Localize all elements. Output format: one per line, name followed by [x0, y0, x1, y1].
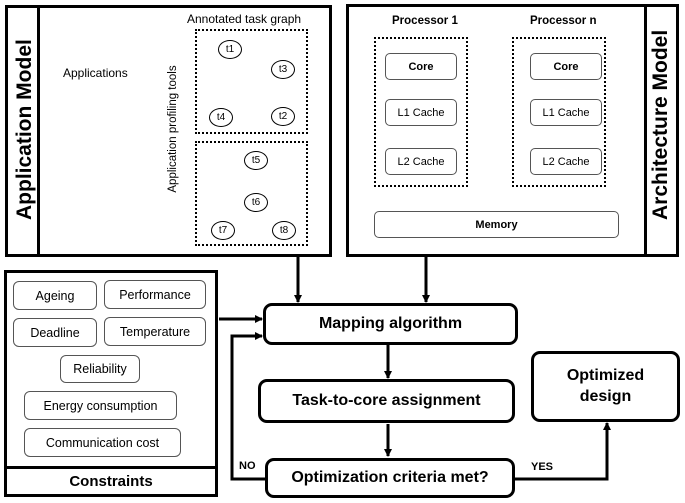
task-node-t6: t6: [244, 193, 268, 212]
processor-1-core: Core: [385, 53, 457, 80]
mapping-algorithm-box: Mapping algorithm: [263, 303, 518, 345]
constraint-reliability: Reliability: [60, 355, 140, 383]
constraint-ageing: Ageing: [13, 281, 97, 310]
no-label: NO: [239, 460, 256, 472]
processor-n-core: Core: [530, 53, 602, 80]
processor-1-label: Processor 1: [392, 15, 458, 27]
processor-n-label: Processor n: [530, 15, 597, 27]
constraint-energy-consumption: Energy consumption: [24, 391, 177, 420]
processor-1-l1-cache: L1 Cache: [385, 99, 457, 126]
task-node-t8: t8: [272, 221, 296, 240]
application-model-title-bar: [5, 5, 40, 257]
task-node-t3: t3: [271, 60, 295, 79]
application-model-title: Application Model: [13, 39, 36, 220]
processor-n-box: [512, 37, 606, 187]
task-node-t2: t2: [271, 107, 295, 126]
constraint-performance: Performance: [104, 280, 206, 309]
processor-1-l2-cache: L2 Cache: [385, 148, 457, 175]
task-node-t5: t5: [244, 151, 268, 170]
task-node-t4: t4: [209, 108, 233, 127]
processor-n-l1-cache: L1 Cache: [530, 99, 602, 126]
constraint-communication-cost: Communication cost: [24, 428, 181, 457]
task-node-t7: t7: [211, 221, 235, 240]
processor-1-box: [374, 37, 468, 187]
constraints-title: Constraints: [69, 473, 153, 490]
task-graph-1: [195, 29, 308, 134]
constraint-temperature: Temperature: [104, 317, 206, 346]
task-to-core-assignment-box: Task-to-core assignment: [258, 379, 515, 423]
profiling-tools-label: Application profiling tools: [167, 65, 179, 193]
applications-label: Applications: [63, 66, 128, 80]
constraint-deadline: Deadline: [13, 318, 97, 347]
task-node-t1: t1: [218, 40, 242, 59]
architecture-model-title-bar: [644, 4, 679, 257]
task-graph-2: [195, 141, 308, 246]
task-graph-label: Annotated task graph: [187, 12, 302, 26]
optimization-criteria-box: Optimization criteria met?: [265, 458, 515, 498]
architecture-model-title: Architecture Model: [649, 29, 672, 220]
processor-n-l2-cache: L2 Cache: [530, 148, 602, 175]
memory-box: Memory: [374, 211, 619, 238]
constraints-title-bar: [4, 466, 218, 497]
application-model-panel: [5, 5, 332, 257]
optimized-design-box: Optimized design: [531, 351, 680, 422]
yes-label: YES: [531, 461, 554, 473]
